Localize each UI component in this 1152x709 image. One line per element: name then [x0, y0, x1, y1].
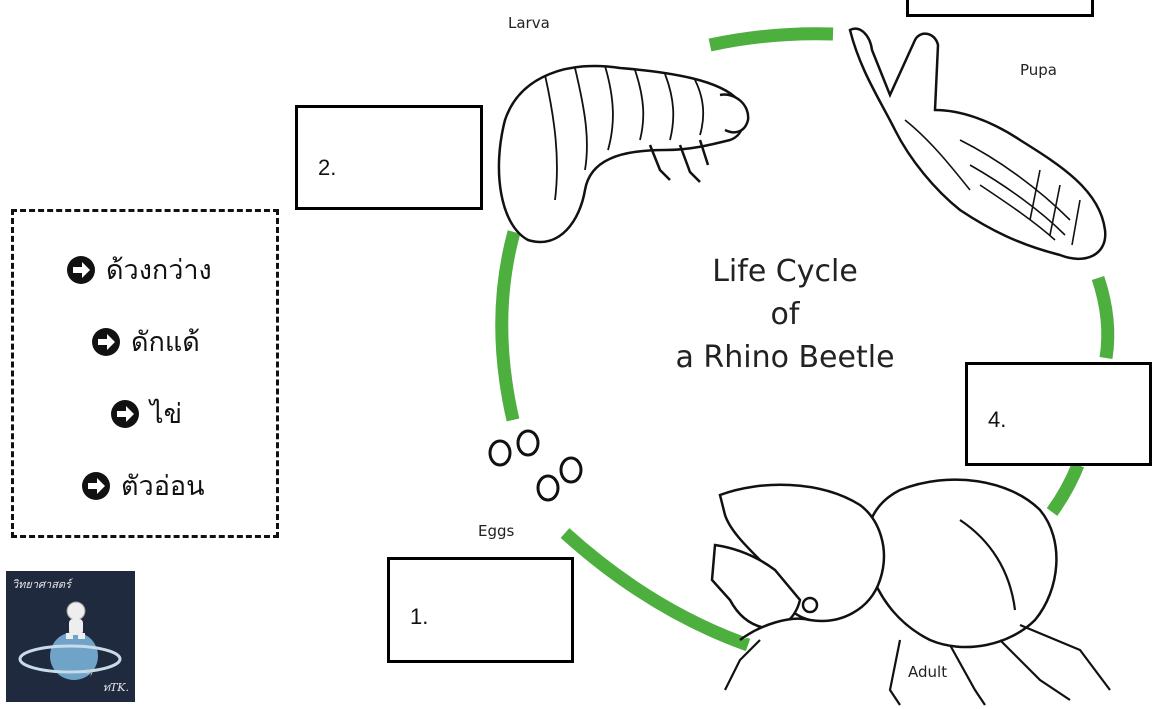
- pupa-label: Pupa: [1020, 61, 1057, 79]
- larva-illustration: [499, 66, 748, 242]
- channel-logo: วิทยาศาสตร์ by ทTK.: [6, 571, 135, 702]
- answer-box-2-label: 2.: [318, 155, 336, 181]
- title-line-2: of: [660, 293, 910, 336]
- arrow-right-icon: [66, 255, 96, 285]
- arc-pupa-to-adult: [1098, 278, 1108, 358]
- title-line-1: Life Cycle: [660, 250, 910, 293]
- logo-initials: ทTK.: [103, 678, 129, 696]
- answer-box-4[interactable]: 4.: [965, 362, 1152, 466]
- adult-label: Adult: [908, 663, 947, 681]
- word-bank-item-label: ดักแด้: [131, 320, 200, 363]
- eggs-illustration: [490, 431, 581, 500]
- arrow-right-icon: [91, 327, 121, 357]
- pupa-illustration: [850, 29, 1105, 259]
- answer-box-1[interactable]: 1.: [387, 557, 574, 663]
- word-bank-item[interactable]: ด้วงกว่าง: [66, 248, 212, 291]
- word-bank-item-label: ด้วงกว่าง: [106, 248, 212, 291]
- arrow-right-icon: [81, 471, 111, 501]
- eggs-label: Eggs: [478, 522, 514, 540]
- answer-box-2[interactable]: 2.: [295, 105, 483, 210]
- answer-box-3[interactable]: [906, 0, 1094, 17]
- word-bank: ด้วงกว่าง ดักแด้ ไข่ ตัวอ่อน: [11, 209, 279, 538]
- word-bank-item[interactable]: ดักแด้: [91, 320, 200, 363]
- diagram-title: Life Cycle of a Rhino Beetle: [660, 250, 910, 379]
- arrow-right-icon: [110, 399, 140, 429]
- arc-larva-to-pupa: [710, 34, 833, 45]
- word-bank-item-label: ตัวอ่อน: [121, 464, 205, 507]
- arc-adult-area: [1052, 465, 1078, 512]
- answer-box-4-label: 4.: [988, 407, 1006, 433]
- logo-by: by: [86, 669, 93, 676]
- word-bank-item-label: ไข่: [150, 392, 182, 435]
- larva-label: Larva: [508, 14, 550, 32]
- arc-eggs-to-larva: [502, 232, 514, 420]
- title-line-3: a Rhino Beetle: [660, 336, 910, 379]
- word-bank-item[interactable]: ตัวอ่อน: [81, 464, 205, 507]
- word-bank-item[interactable]: ไข่: [110, 392, 182, 435]
- answer-box-1-label: 1.: [410, 604, 428, 630]
